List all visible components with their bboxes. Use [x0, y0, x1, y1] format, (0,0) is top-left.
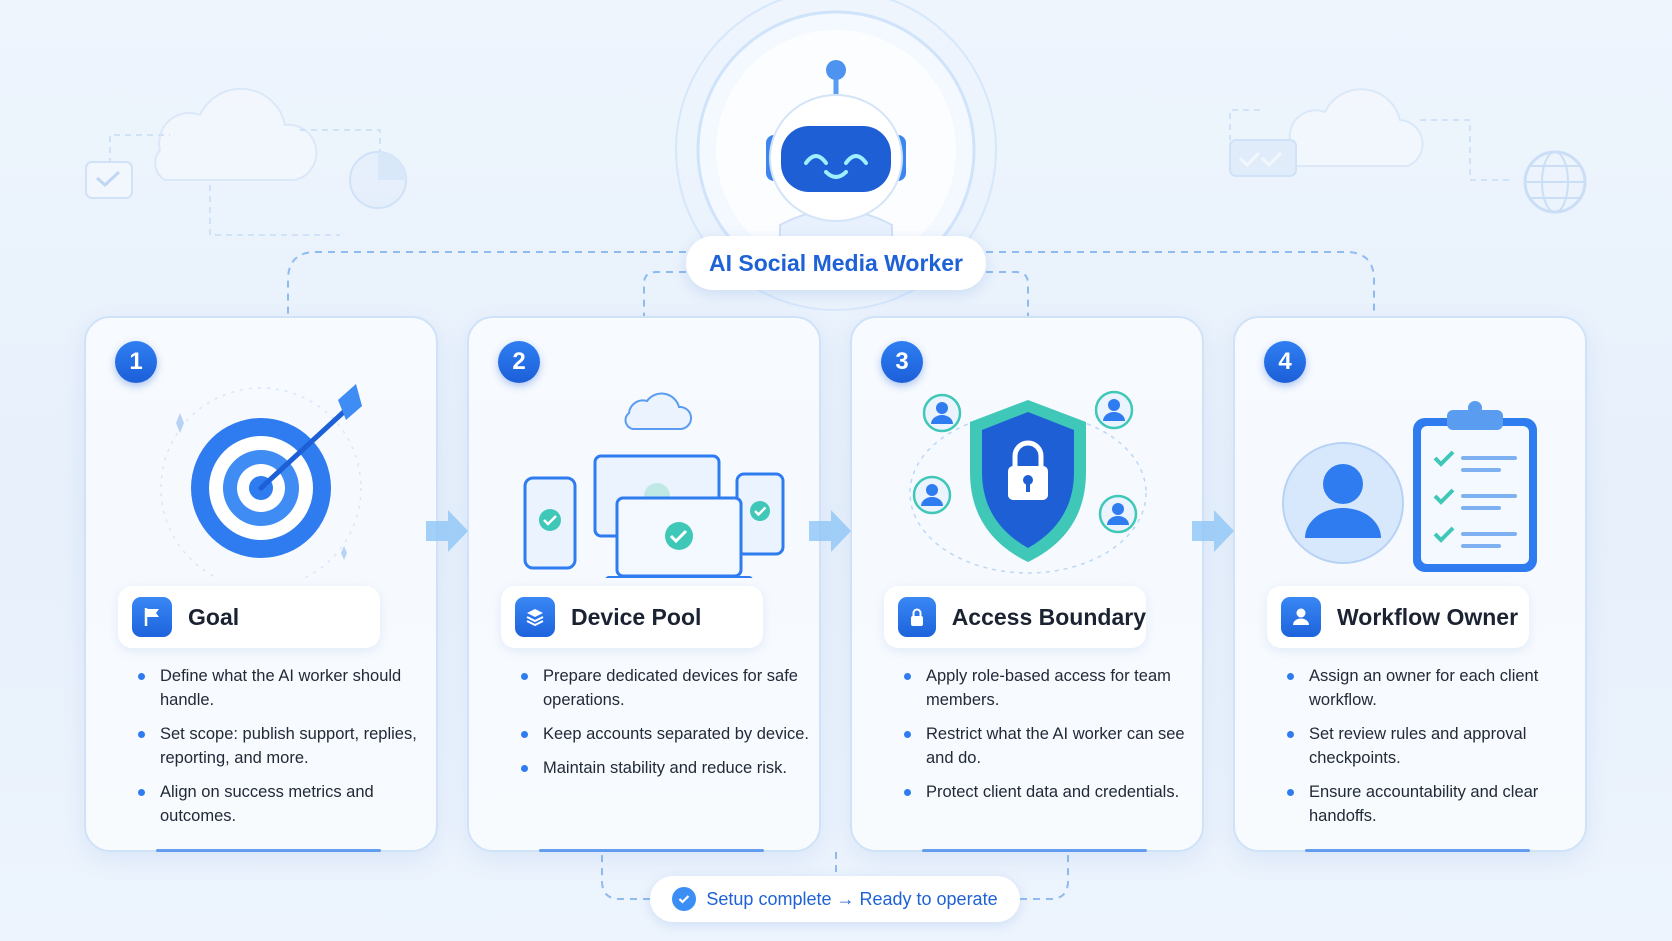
bullet-item: Ensure accountability and clear handoffs…	[1287, 780, 1579, 828]
lock-icon	[898, 597, 936, 637]
arrow-right-icon	[426, 510, 468, 552]
bullet-item: Keep accounts separated by device.	[521, 722, 813, 746]
step-card-workflow-owner: 4 Workflow Owner Assign an owner for eac…	[1233, 316, 1587, 852]
devices-icon	[523, 392, 785, 578]
step-bullets: Assign an owner for each client workflow…	[1287, 664, 1579, 838]
bullet-item: Set review rules and approval checkpoint…	[1287, 722, 1579, 770]
cloud-network-right-icon	[1229, 88, 1587, 214]
step-title: Device Pool	[571, 603, 702, 630]
step-title: Access Boundary	[951, 603, 1146, 630]
layers-icon	[515, 597, 555, 637]
target-icon	[160, 384, 362, 578]
step-number-badge: 4	[1264, 341, 1306, 383]
step-header-access-boundary: Access Boundary	[884, 586, 1146, 648]
bullet-item: Prepare dedicated devices for safe opera…	[521, 664, 813, 712]
connector-lines	[287, 251, 1375, 900]
robot-icon	[766, 60, 906, 246]
bullet-item: Assign an owner for each client workflow…	[1287, 664, 1579, 712]
cloud-network-left-icon	[85, 87, 407, 236]
flag-icon	[132, 597, 172, 637]
arrow-right-icon	[809, 510, 851, 552]
bullet-item: Define what the AI worker should handle.	[138, 664, 430, 712]
step-number-badge: 1	[115, 341, 157, 383]
bullet-item: Restrict what the AI worker can see and …	[904, 722, 1196, 770]
check-circle-icon	[672, 887, 697, 911]
step-title: Goal	[188, 603, 240, 630]
step-card-access-boundary: 3 Access Boundary Apply role-based acces…	[850, 316, 1204, 852]
step-card-goal: 1 Goal Define what the AI worker should …	[84, 316, 438, 852]
bullet-item: Maintain stability and reduce risk.	[521, 756, 813, 780]
status-label: Setup complete → Ready to operate	[706, 888, 998, 909]
user-node-icon	[912, 390, 1138, 534]
step-title: Workflow Owner	[1337, 603, 1519, 630]
step-header-workflow-owner: Workflow Owner	[1267, 586, 1529, 648]
step-bullets: Apply role-based access for team members…	[904, 664, 1196, 814]
clipboard-icon	[1282, 401, 1537, 572]
step-bullets: Define what the AI worker should handle.…	[138, 664, 430, 838]
user-icon	[1281, 597, 1321, 637]
diagram-title: AI Social Media Worker	[686, 236, 986, 290]
bullet-item: Apply role-based access for team members…	[904, 664, 1196, 712]
step-number-badge: 3	[881, 341, 923, 383]
bullet-item: Protect client data and credentials.	[904, 780, 1196, 804]
bullet-item: Set scope: publish support, replies, rep…	[138, 722, 430, 770]
bullet-item: Align on success metrics and outcomes.	[138, 780, 430, 828]
shield-icon	[909, 390, 1147, 574]
step-header-goal: Goal	[118, 586, 380, 648]
arrow-right-icon	[1192, 510, 1234, 552]
step-header-device-pool: Device Pool	[501, 586, 763, 648]
status-footer: Setup complete → Ready to operate	[650, 876, 1020, 922]
step-bullets: Prepare dedicated devices for safe opera…	[521, 664, 813, 790]
step-card-device-pool: 2 Device Pool Prepare dedicated devices …	[467, 316, 821, 852]
step-number-badge: 2	[498, 341, 540, 383]
